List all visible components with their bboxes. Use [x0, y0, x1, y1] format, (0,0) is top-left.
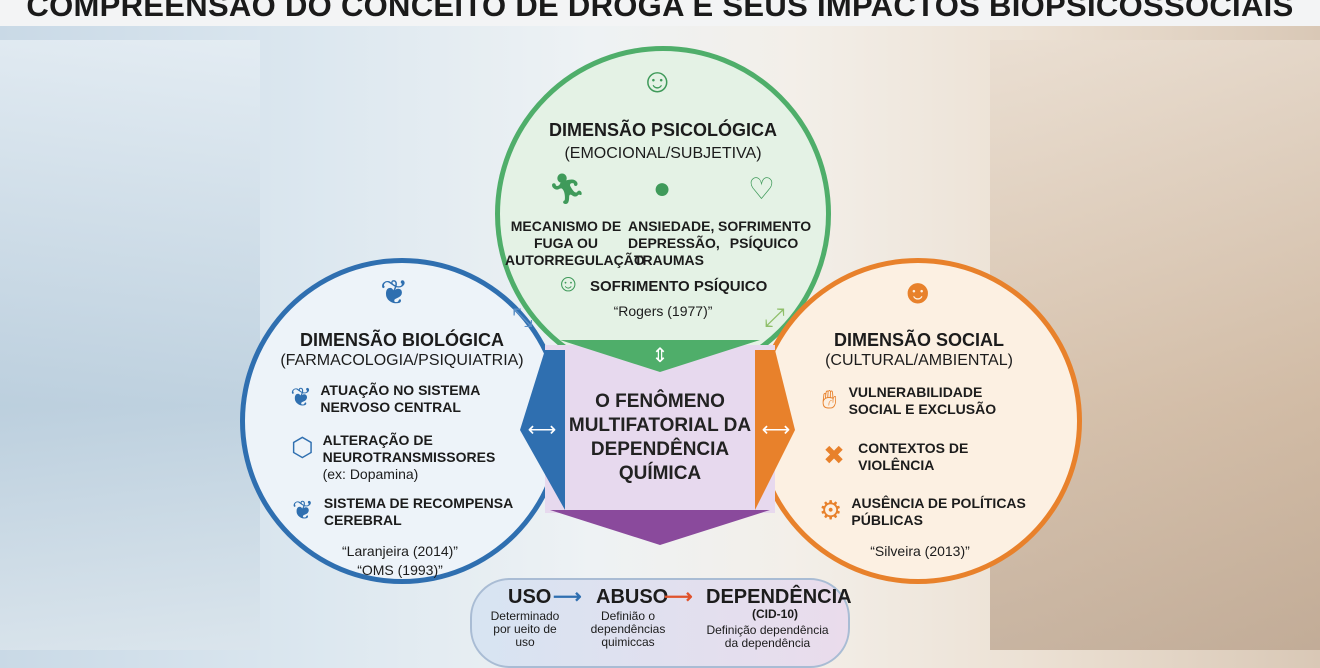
psychological-circle	[495, 46, 831, 382]
flow-desc: Determinado por ueito de uso	[490, 609, 560, 649]
hand-people-icon: ✋︎	[821, 384, 837, 414]
psychological-subtitle: (EMOCIONAL/SUBJETIVA)	[564, 145, 762, 162]
bio-item: ALTERAÇÃO DE NEUROTRANSMISSORES	[322, 432, 496, 465]
orange-wedge	[755, 350, 795, 510]
bio-item-note: (ex: Dopamina)	[322, 466, 419, 482]
center-text: O FENÔMENO MULTIFATORIAL DA DEPENDÊNCIA …	[568, 391, 752, 484]
bio-citation: “OMS (1993)”	[357, 562, 443, 578]
blue-wedge	[520, 350, 565, 510]
flow-note: (CID-10)	[751, 607, 798, 621]
arrow-right-icon: ⟶	[553, 586, 582, 608]
social-item: CONTEXTOS DE VIOLÊNCIA	[858, 440, 969, 473]
head-stress-icon: ●	[653, 172, 672, 205]
left-arrow-icon: ⟷	[528, 419, 557, 441]
flow-desc: Definição dependência da dependência	[706, 623, 829, 650]
head-brain-icon: ☺	[556, 270, 581, 297]
social-subtitle: (CULTURAL/AMBIENTAL)	[825, 352, 1013, 369]
laboratory-background	[0, 40, 260, 650]
psych-highlight: SOFRIMENTO PSÍQUICO	[590, 278, 768, 295]
hands-gear-icon: ⚙	[819, 495, 843, 525]
page-title: COMPREENSÃO DO CONCEITO DE DROGA E SEUS …	[0, 0, 1320, 26]
social-citation: “Silveira (2013)”	[870, 543, 970, 559]
brain-icon: ❦	[290, 382, 313, 412]
diagonal-arrow-icon: ⤢	[764, 302, 785, 332]
bio-item: ATUAÇÃO NO SISTEMA NERVOSO CENTRAL	[320, 382, 480, 415]
center-shapes: ⇕ ⟷ ⟷	[520, 340, 795, 545]
flow-desc: Definião o dependências quimiccas	[590, 609, 666, 649]
bio-item: SISTEMA DE RECOMPENSA CEREBRAL	[323, 495, 513, 528]
flow-step-dependencia: DEPENDÊNCIA	[706, 586, 852, 608]
group-icon: ☻	[900, 273, 936, 311]
bio-citation: “Laranjeira (2014)”	[342, 543, 458, 559]
center-region	[545, 345, 775, 513]
flow-step-abuso: ABUSO	[596, 586, 669, 608]
social-circle	[754, 258, 1082, 584]
conflict-icon: ✖	[823, 440, 845, 470]
biological-circle	[240, 258, 564, 584]
molecule-icon: ⬡	[290, 432, 314, 462]
vertical-arrow-icon: ⇕	[652, 345, 669, 367]
psych-item: MECANISMO DE FUGA OU AUTORREGULAÇÃO	[505, 218, 645, 268]
brain-icon: ❦	[380, 274, 409, 312]
social-item: AUSÊNCIA DE POLÍTICAS PÚBLICAS	[851, 495, 1026, 528]
running-person-icon: 🏃︎	[548, 173, 587, 206]
right-arrow-icon: ⟷	[762, 419, 791, 441]
social-title: DIMENSÃO SOCIAL	[833, 330, 1004, 350]
flow-step-uso: USO	[508, 586, 552, 608]
psych-item: ANSIEDADE, DEPRESSÃO, TRAUMAS	[628, 218, 720, 268]
arrow-right-icon: ⟶	[664, 586, 693, 608]
biological-title: DIMENSÃO BIOLÓGICA	[299, 330, 504, 350]
biological-subtitle: (FARMACOLOGIA/PSIQUIATRIA)	[280, 352, 524, 369]
brain-icon: ❦	[292, 495, 314, 525]
diagonal-arrow-icon: ⤡	[512, 302, 533, 332]
psych-item: SOFRIMENTO PSÍQUICO	[718, 218, 812, 251]
hands-heart-icon: ♡	[748, 173, 775, 206]
green-wedge	[560, 340, 760, 372]
psych-citation: “Rogers (1977)”	[613, 303, 713, 319]
psychological-title: DIMENSÃO PSICOLÓGICA	[548, 120, 777, 140]
purple-chevron	[550, 510, 770, 545]
social-item: VULNERABILIDADE SOCIAL E EXCLUSÃO	[848, 384, 997, 417]
head-brain-icon: ☺	[640, 62, 675, 100]
